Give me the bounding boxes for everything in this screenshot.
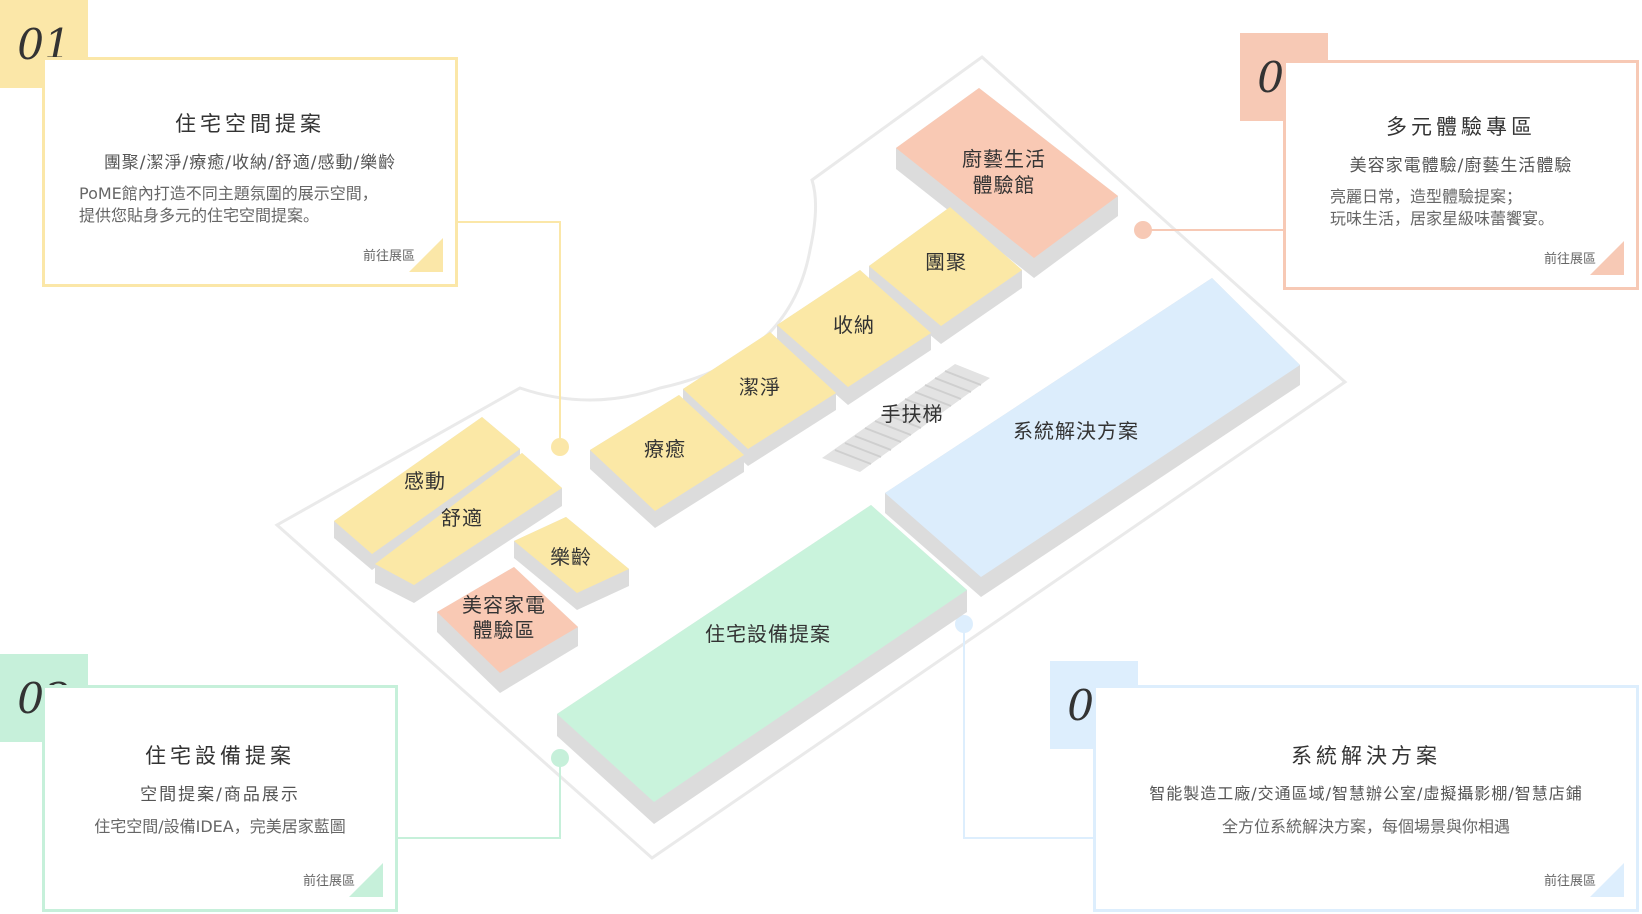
block-shouna[interactable]: [777, 270, 931, 405]
card-title: 多元體驗專區: [1386, 115, 1536, 139]
card-description-line-1: PoME館內打造不同主題氛圍的展示空間，: [79, 184, 378, 203]
corner-triangle-icon: [1590, 863, 1624, 897]
card-description-line-2: 玩味生活，居家星級味蕾饗宴。: [1330, 209, 1555, 228]
zone-label-liaoyu: 療癒: [644, 437, 686, 461]
zone-label-kitchen-2: 體驗館: [973, 173, 1036, 197]
card-subtitle: 美容家電體驗/廚藝生活體驗: [1349, 156, 1573, 176]
go-to-zone-link[interactable]: 前往展區: [1543, 252, 1596, 267]
zone-label-gandong: 感動: [404, 469, 446, 493]
block-leling[interactable]: [514, 517, 629, 610]
card-title: 住宅空間提案: [175, 112, 325, 136]
zone-label-jiejing: 潔淨: [739, 375, 781, 399]
card-description: PoME館內打造不同主題氛圍的展示空間， 提供您貼身多元的住宅空間提案。: [79, 183, 445, 227]
zone-label-leling: 樂齡: [550, 545, 592, 569]
block-shushi[interactable]: [375, 453, 562, 603]
card-title: 住宅設備提案: [145, 744, 295, 768]
block-equipment[interactable]: [557, 505, 967, 824]
block-system[interactable]: [885, 278, 1300, 597]
block-beauty[interactable]: [437, 567, 578, 693]
connector-line-02: [398, 758, 561, 839]
go-to-zone-link[interactable]: 前往展區: [1543, 874, 1596, 889]
block-tuanju[interactable]: [869, 207, 1022, 344]
connector-dot-01: [551, 438, 569, 456]
block-jiejing[interactable]: [683, 332, 836, 466]
connector-line-01: [458, 221, 561, 447]
card-description: 住宅空間/設備IDEA，完美居家藍圖: [94, 817, 346, 836]
connector-dot-02: [551, 749, 569, 767]
connector-dot-04: [1134, 221, 1152, 239]
block-liaoyu[interactable]: [590, 395, 744, 528]
zone-label-shouna: 收納: [833, 313, 875, 337]
connector-line-03: [963, 624, 1093, 839]
card-description-line-1: 亮麗日常，造型體驗提案；: [1330, 187, 1523, 206]
card-description: 亮麗日常，造型體驗提案； 玩味生活，居家星級味蕾饗宴。: [1330, 186, 1626, 230]
zone-label-beauty-1: 美容家電: [462, 593, 546, 617]
card-description: 全方位系統解決方案，每個場景與你相遇: [1221, 817, 1510, 836]
zone-label-shushi: 舒適: [441, 506, 483, 530]
zone-label-kitchen-1: 廚藝生活: [962, 147, 1046, 171]
go-to-zone-link[interactable]: 前往展區: [302, 874, 355, 889]
zone-label-beauty-2: 體驗區: [473, 618, 536, 642]
zone-card-residential-equipment: 住宅設備提案 空間提案/商品展示 住宅空間/設備IDEA，完美居家藍圖 前往展區: [42, 685, 398, 912]
card-subtitle: 空間提案/商品展示: [140, 785, 300, 805]
card-description-line-2: 提供您貼身多元的住宅空間提案。: [79, 206, 320, 225]
zone-label-tuanju: 團聚: [925, 250, 967, 274]
connector-dot-03: [955, 615, 973, 633]
zone-label-system: 系統解決方案: [1013, 419, 1139, 443]
card-subtitle: 團聚/潔淨/療癒/收納/舒適/感動/樂齡: [103, 153, 397, 173]
zone-card-experience: 多元體驗專區 美容家電體驗/廚藝生活體驗 亮麗日常，造型體驗提案； 玩味生活，居…: [1283, 60, 1639, 290]
block-kitchen[interactable]: [896, 88, 1118, 278]
zone-label-equipment: 住宅設備提案: [705, 622, 831, 646]
card-title: 系統解決方案: [1291, 744, 1441, 768]
corner-triangle-icon: [349, 863, 383, 897]
escalator: [822, 364, 990, 472]
zone-card-residential-space: 住宅空間提案 團聚/潔淨/療癒/收納/舒適/感動/樂齡 PoME館內打造不同主題…: [42, 57, 458, 287]
zone-card-system-solutions: 系統解決方案 智能製造工廠/交通區域/智慧辦公室/虛擬攝影棚/智慧店鋪 全方位系…: [1093, 685, 1639, 912]
corner-triangle-icon: [409, 238, 443, 272]
go-to-zone-link[interactable]: 前往展區: [362, 249, 415, 264]
zone-label-escalator: 手扶梯: [881, 402, 944, 426]
block-gandong[interactable]: [334, 417, 520, 570]
card-subtitle: 智能製造工廠/交通區域/智慧辦公室/虛擬攝影棚/智慧店鋪: [1149, 784, 1583, 803]
corner-triangle-icon: [1590, 241, 1624, 275]
